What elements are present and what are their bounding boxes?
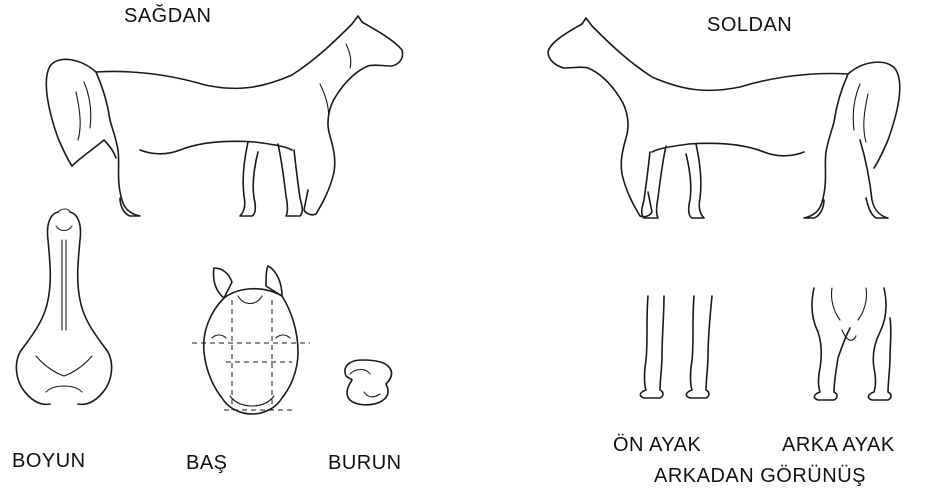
head-view-figure [192, 266, 310, 414]
nose-view-figure [345, 360, 392, 405]
hind-legs-rear-view-figure [812, 288, 891, 400]
front-legs-rear-view-figure [640, 296, 712, 398]
horse-left-view-figure [548, 18, 900, 218]
horse-right-view-figure [46, 16, 402, 216]
neck-view-figure [16, 209, 111, 404]
